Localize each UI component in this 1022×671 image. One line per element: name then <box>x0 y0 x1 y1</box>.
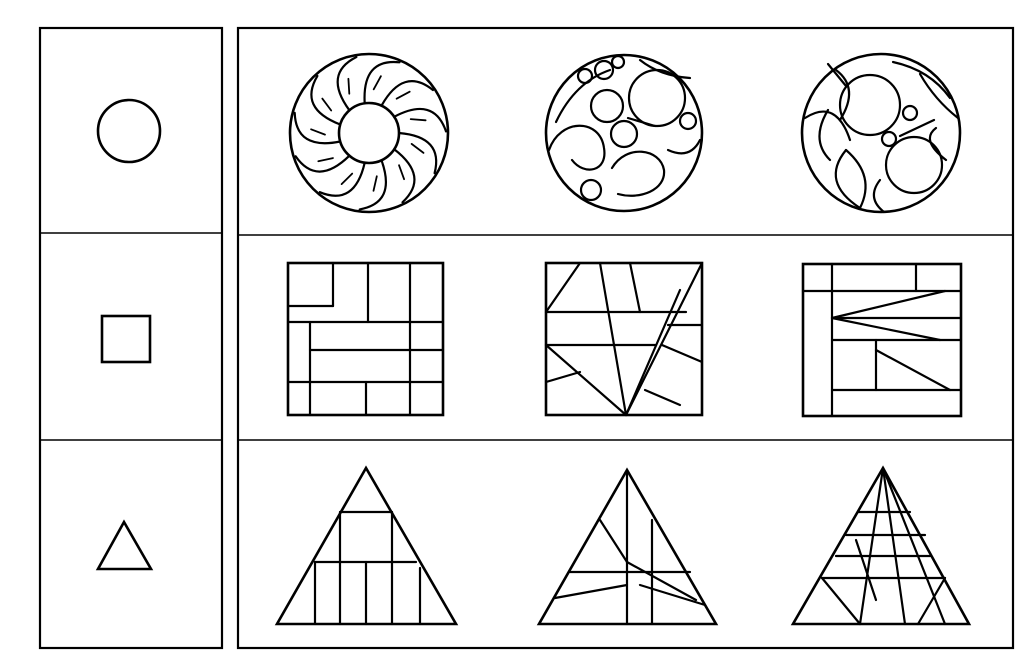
crescent-tick <box>412 144 424 153</box>
square-variant-rectilinear <box>288 263 443 415</box>
crescent-tick <box>311 129 325 134</box>
elaborated-figures-panel <box>238 28 1013 648</box>
triangle-variant-grid <box>277 468 456 624</box>
square-variant-diagonal <box>546 263 702 415</box>
crescent-tick <box>374 176 377 191</box>
base-triangle-shape <box>98 522 151 569</box>
triangle-variant-mixed-lines <box>539 470 716 624</box>
square-variant-zigzag <box>803 264 961 416</box>
crescent-curve <box>295 113 341 143</box>
circle-variant-lens-and-circles <box>802 54 960 212</box>
base-square-shape <box>102 316 150 362</box>
base-circle-shape <box>98 100 160 162</box>
crescent-tick <box>399 165 404 179</box>
circle-variant-circles-and-waves <box>546 55 702 211</box>
base-shapes-panel <box>40 28 222 648</box>
crescent-curve <box>365 62 400 103</box>
crescent-curve <box>399 133 436 173</box>
triangle-variant-radiating-lines <box>793 468 969 624</box>
crescent-tick <box>318 158 333 161</box>
crescent-curve <box>320 163 365 196</box>
crescent-curve <box>311 76 340 125</box>
crescent-curve <box>394 149 414 202</box>
crescent-tick <box>348 79 349 94</box>
base-shapes-frame <box>40 28 222 648</box>
circle-variant-crescent-ring <box>290 54 448 212</box>
crescent-curve <box>338 57 357 110</box>
crescent-tick <box>322 99 331 111</box>
crescent-tick <box>374 76 381 89</box>
crescent-tick <box>411 119 426 120</box>
crescent-curve <box>296 156 350 172</box>
crescent-tick <box>342 174 353 185</box>
crescent-tick <box>397 92 410 99</box>
